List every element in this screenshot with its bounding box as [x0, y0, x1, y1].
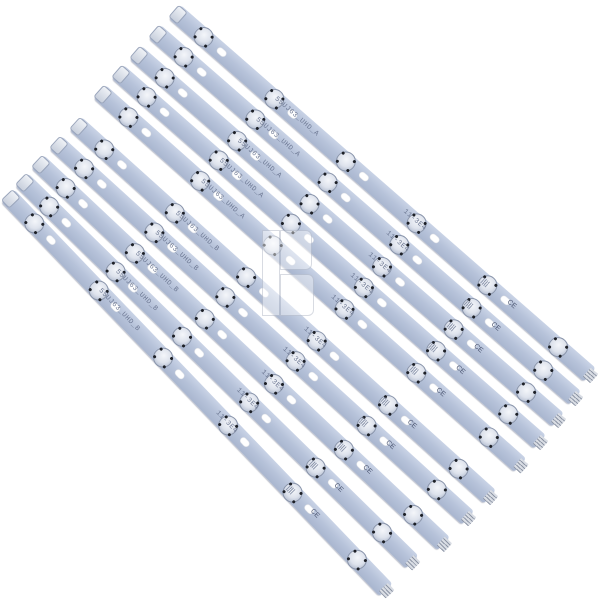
ce-mark: CE — [472, 342, 485, 355]
led-lens — [439, 315, 469, 344]
led-lens — [295, 189, 324, 218]
strip-connector — [568, 390, 584, 407]
ce-mark: CE — [489, 321, 502, 333]
led-lens — [529, 356, 558, 385]
strip-connector — [533, 434, 549, 451]
ce-mark: CE — [434, 386, 447, 399]
led-lens — [313, 168, 342, 197]
led-lens — [51, 173, 80, 203]
mounting-hole — [320, 212, 334, 226]
led-lens — [211, 282, 240, 312]
mounting-hole — [173, 368, 187, 381]
led-lens — [169, 42, 198, 72]
led-lens — [494, 400, 523, 429]
mounting-hole — [59, 216, 73, 230]
strip-end-cap — [14, 172, 35, 193]
mounting-hole — [76, 197, 90, 211]
ce-mark: CE — [308, 507, 321, 520]
led-lens — [422, 475, 452, 504]
led-lens — [373, 390, 403, 420]
mounting-hole — [193, 346, 206, 360]
led-lens — [402, 359, 431, 388]
mounting-hole — [215, 328, 229, 341]
led-lens — [69, 154, 99, 183]
ce-mark: CE — [384, 439, 397, 452]
strip-end-cap — [0, 189, 21, 209]
strip-end-cap — [49, 135, 69, 156]
led-lens — [90, 135, 119, 164]
mounting-hole — [115, 158, 129, 172]
watermark-letter-b-top — [280, 230, 312, 270]
mounting-hole — [393, 275, 407, 288]
mounting-hole — [328, 350, 342, 363]
led-lens — [474, 422, 503, 452]
mounting-hole — [215, 45, 229, 59]
watermark-logo — [258, 228, 316, 320]
led-lens — [421, 336, 451, 365]
strip-connector — [378, 582, 395, 599]
led-lens — [149, 343, 178, 373]
watermark-letter-b-bottom — [280, 274, 314, 316]
led-lens — [189, 22, 218, 52]
led-lens — [150, 63, 179, 93]
strip-end-cap — [111, 64, 131, 85]
watermark-letter-i — [262, 230, 280, 316]
strip-connector — [551, 412, 567, 429]
led-lens — [331, 147, 360, 176]
mounting-hole — [307, 370, 320, 383]
led-lens — [329, 435, 358, 464]
strip-end-cap — [168, 4, 188, 25]
mounting-hole — [357, 169, 370, 183]
strip-end-cap — [69, 116, 89, 137]
led-lens — [352, 411, 381, 440]
strip-end-cap — [93, 84, 113, 105]
strip-end-cap — [129, 45, 149, 66]
mounting-hole — [375, 296, 389, 309]
led-lens — [457, 293, 486, 322]
led-lens — [168, 322, 197, 352]
mounting-hole — [195, 65, 209, 79]
led-lens — [444, 454, 473, 484]
led-lens — [114, 103, 143, 132]
mounting-hole — [139, 126, 153, 139]
ce-mark: CE — [505, 298, 518, 311]
strip-connector — [583, 367, 599, 384]
strip-connector — [483, 489, 499, 506]
mounting-hole — [355, 318, 369, 331]
led-lens — [512, 378, 541, 407]
led-lens — [231, 263, 261, 292]
strip-connector — [404, 554, 421, 571]
led-lens — [473, 271, 502, 300]
strip-connector — [513, 457, 529, 474]
mounting-hole — [176, 86, 190, 100]
led-lens — [132, 82, 161, 112]
ce-mark: CE — [361, 463, 374, 476]
led-lens — [342, 545, 372, 574]
ce-mark: CE — [332, 482, 345, 494]
mounting-hole — [95, 177, 109, 191]
strip-connector — [436, 536, 453, 553]
mounting-hole — [428, 232, 441, 245]
mounting-hole — [339, 191, 353, 204]
ce-mark: CE — [405, 418, 418, 431]
led-lens — [367, 518, 397, 547]
mounting-hole — [236, 306, 250, 319]
led-lens — [190, 304, 219, 334]
mounting-hole — [411, 253, 424, 267]
strip-end-cap — [31, 154, 51, 175]
led-lens — [544, 333, 573, 362]
mounting-hole — [158, 105, 172, 119]
ce-mark: CE — [454, 364, 467, 376]
mounting-hole — [238, 435, 251, 449]
mounting-hole — [44, 233, 58, 247]
strip-connector — [460, 510, 477, 527]
led-lens — [399, 501, 428, 530]
mounting-hole — [285, 393, 299, 407]
strip-end-cap — [148, 24, 168, 45]
mounting-hole — [259, 411, 273, 425]
